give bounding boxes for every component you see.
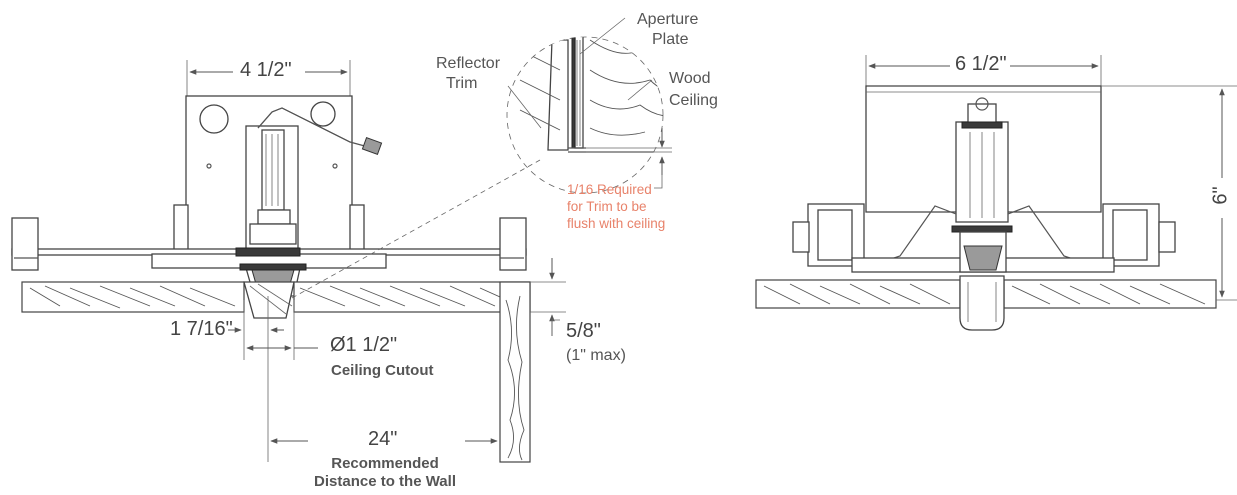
aperture-plate-label-2: Plate [652, 31, 689, 48]
right-fixture-view [755, 55, 1237, 331]
aperture-plate-label: Aperture [637, 11, 699, 28]
side-height-dim: 6" [1209, 186, 1232, 205]
wall-distance-dim: 24" [368, 428, 398, 450]
reflector-trim-label-2: Trim [446, 75, 478, 92]
side-width-dim: 6 1/2" [955, 53, 1007, 75]
ceiling-max-dim: (1" max) [566, 347, 626, 364]
wall-distance-label-1: Recommended [331, 455, 439, 472]
flush-note-line-1: 1/16 Required [567, 182, 652, 197]
left-fixture-view [11, 60, 566, 463]
reflector-trim-label: Reflector [436, 55, 501, 72]
trim-offset-dim: 1 7/16" [170, 318, 233, 340]
housing-width-dim: 4 1/2" [240, 59, 292, 81]
wall-distance-label-2: Distance to the Wall [314, 473, 456, 490]
ceiling-thickness-dim: 5/8" [566, 320, 601, 342]
flush-note-line-2: for Trim to be [567, 199, 647, 214]
cutout-diameter-dim: Ø1 1/2" [330, 334, 398, 356]
detail-callout [506, 17, 672, 194]
wood-ceiling-label-2: Ceiling [669, 92, 718, 109]
flush-note-line-3: flush with ceiling [567, 216, 666, 231]
wood-ceiling-label: Wood [669, 70, 711, 87]
cutout-label: Ceiling Cutout [331, 362, 434, 379]
